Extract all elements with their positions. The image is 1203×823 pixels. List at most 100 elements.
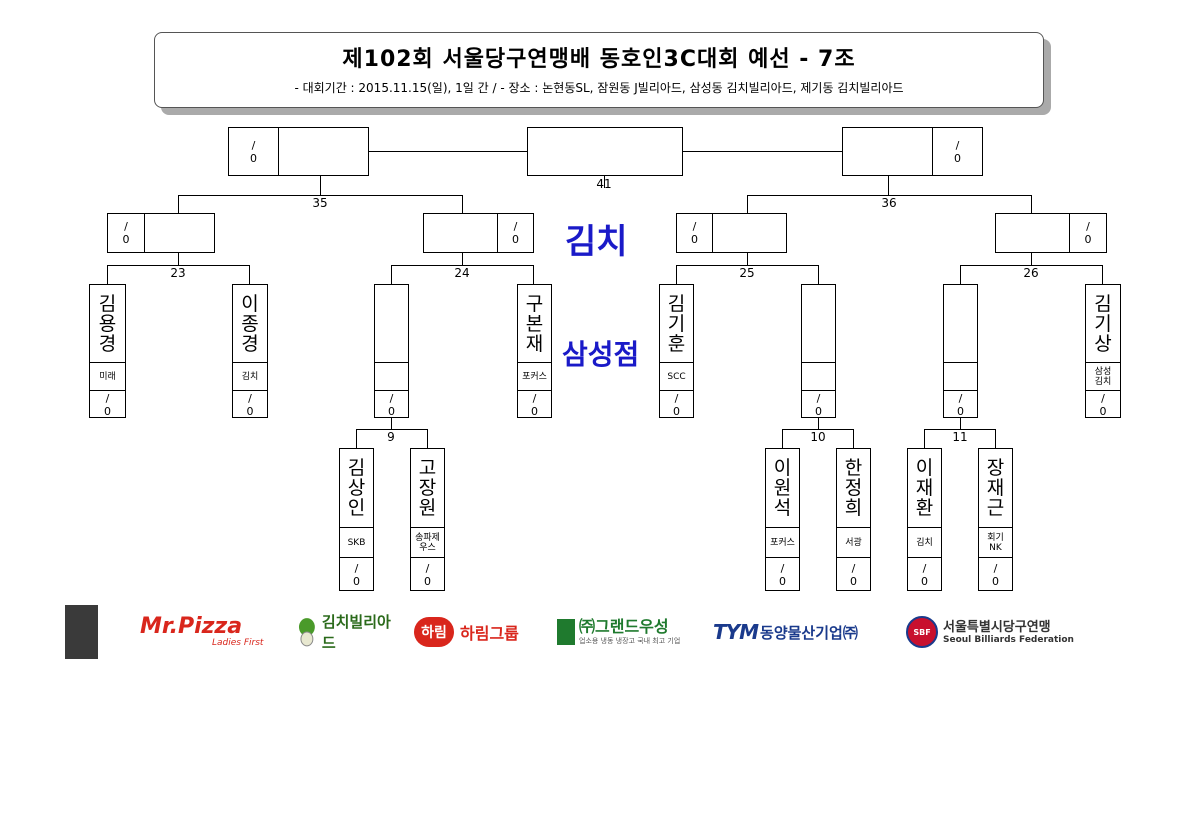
winner-slot-26: /0	[995, 213, 1107, 253]
player-club: 서광	[837, 527, 870, 558]
player-club: 송파제우스	[411, 527, 444, 557]
sponsor-kimchi-billiards: 김치빌리아드	[294, 612, 404, 652]
score-cell: /0	[497, 214, 533, 252]
sbf-emblem-icon: SBF	[906, 616, 938, 648]
match-number-36: 36	[881, 196, 897, 210]
mrpizza-logo-text: Mr.Pizza	[140, 614, 243, 639]
score-cell: /0	[979, 557, 1012, 591]
harim-logo-text: 하림그룹	[460, 624, 519, 643]
winner-slot-35: /0	[228, 127, 369, 176]
player-club: SKB	[340, 527, 373, 558]
player-club: 포커스	[766, 527, 799, 557]
kimchi-leaf-icon	[298, 618, 315, 647]
score-cell: /0	[944, 390, 977, 418]
score-cell: /0	[908, 557, 941, 591]
tym-mark-icon: TYM	[713, 620, 759, 644]
score-cell: /0	[518, 390, 551, 418]
harim-badge-icon: 하림	[414, 617, 454, 647]
match-number-10: 10	[810, 430, 826, 444]
venue-label-line2: 삼성점	[562, 338, 640, 371]
score-cell: /0	[1069, 214, 1106, 252]
winner-slot-9: /0	[374, 284, 409, 418]
score-cell: /0	[108, 214, 145, 252]
player-club: 삼성김치	[1086, 362, 1120, 390]
grand-tagline: 업소용 냉동 냉장고 국내 최고 기업	[579, 637, 681, 645]
player-club: 회기NK	[979, 527, 1012, 557]
player-club: 김치	[908, 527, 941, 558]
winner-slot-11: /0	[943, 284, 978, 418]
page-subtitle: - 대회기간 : 2015.11.15(일), 1일 간 / - 장소 : 논현…	[294, 81, 904, 95]
player-club: SCC	[660, 362, 693, 391]
winner-slot-25: /0	[676, 213, 787, 253]
score-cell: /0	[766, 557, 799, 591]
player-club: 미래	[90, 362, 125, 391]
score-cell: /0	[90, 390, 125, 418]
winner-slot-36: /0	[842, 127, 983, 176]
score-cell: /0	[677, 214, 713, 252]
player-club: 포커스	[518, 362, 551, 390]
venue-label-line1: 김치	[565, 222, 628, 262]
sponsor-mrpizza: Mr.Pizza Ladies First	[140, 612, 275, 652]
score-cell: /0	[340, 557, 373, 591]
winner-slot-23: /0	[107, 213, 215, 253]
score-cell: /0	[932, 128, 982, 175]
grand-logo-text: ㈜그랜드우성	[579, 617, 669, 636]
match-number-9: 9	[387, 430, 395, 444]
club-cell	[375, 362, 408, 391]
score-cell: /0	[660, 390, 693, 418]
score-cell: /0	[229, 128, 279, 175]
dark-marker	[65, 605, 98, 659]
match-number-23: 23	[170, 266, 186, 280]
grand-leaf-icon	[557, 619, 575, 645]
score-cell: /0	[233, 390, 267, 418]
match-number-11: 11	[952, 430, 968, 444]
sponsor-harim: 하림 하림그룹	[414, 612, 539, 652]
winner-slot-24: /0	[423, 213, 534, 253]
page-title: 제102회 서울당구연맹배 동호인3C대회 예선 - 7조	[342, 47, 856, 72]
club-cell	[802, 362, 835, 391]
sponsor-sbf: SBF 서울특별시당구연맹 Seoul Billiards Federation	[906, 612, 1076, 652]
match-number-24: 24	[454, 266, 470, 280]
header-panel: 제102회 서울당구연맹배 동호인3C대회 예선 - 7조 - 대회기간 : 2…	[154, 32, 1044, 108]
sbf-logo-text: 서울특별시당구연맹	[943, 619, 1051, 635]
score-cell: /0	[802, 390, 835, 418]
mrpizza-tagline: Ladies First	[212, 638, 264, 648]
score-cell: /0	[837, 557, 870, 591]
sponsor-grand-woosung: ㈜그랜드우성 업소용 냉동 냉장고 국내 최고 기업	[557, 612, 697, 652]
match-number-35: 35	[312, 196, 328, 210]
score-cell: /0	[375, 390, 408, 418]
sponsor-tym: TYM 동양물산기업㈜	[713, 612, 893, 652]
match-number-26: 26	[1023, 266, 1039, 280]
player-club: 김치	[233, 362, 267, 391]
tym-logo-text: 동양물산기업㈜	[760, 623, 858, 642]
final-winner-slot	[527, 127, 683, 176]
winner-slot-10: /0	[801, 284, 836, 418]
club-cell	[944, 362, 977, 391]
match-number-41: 41	[596, 177, 612, 191]
sbf-tagline: Seoul Billiards Federation	[943, 634, 1074, 645]
match-number-25: 25	[739, 266, 755, 280]
score-cell: /0	[411, 557, 444, 591]
